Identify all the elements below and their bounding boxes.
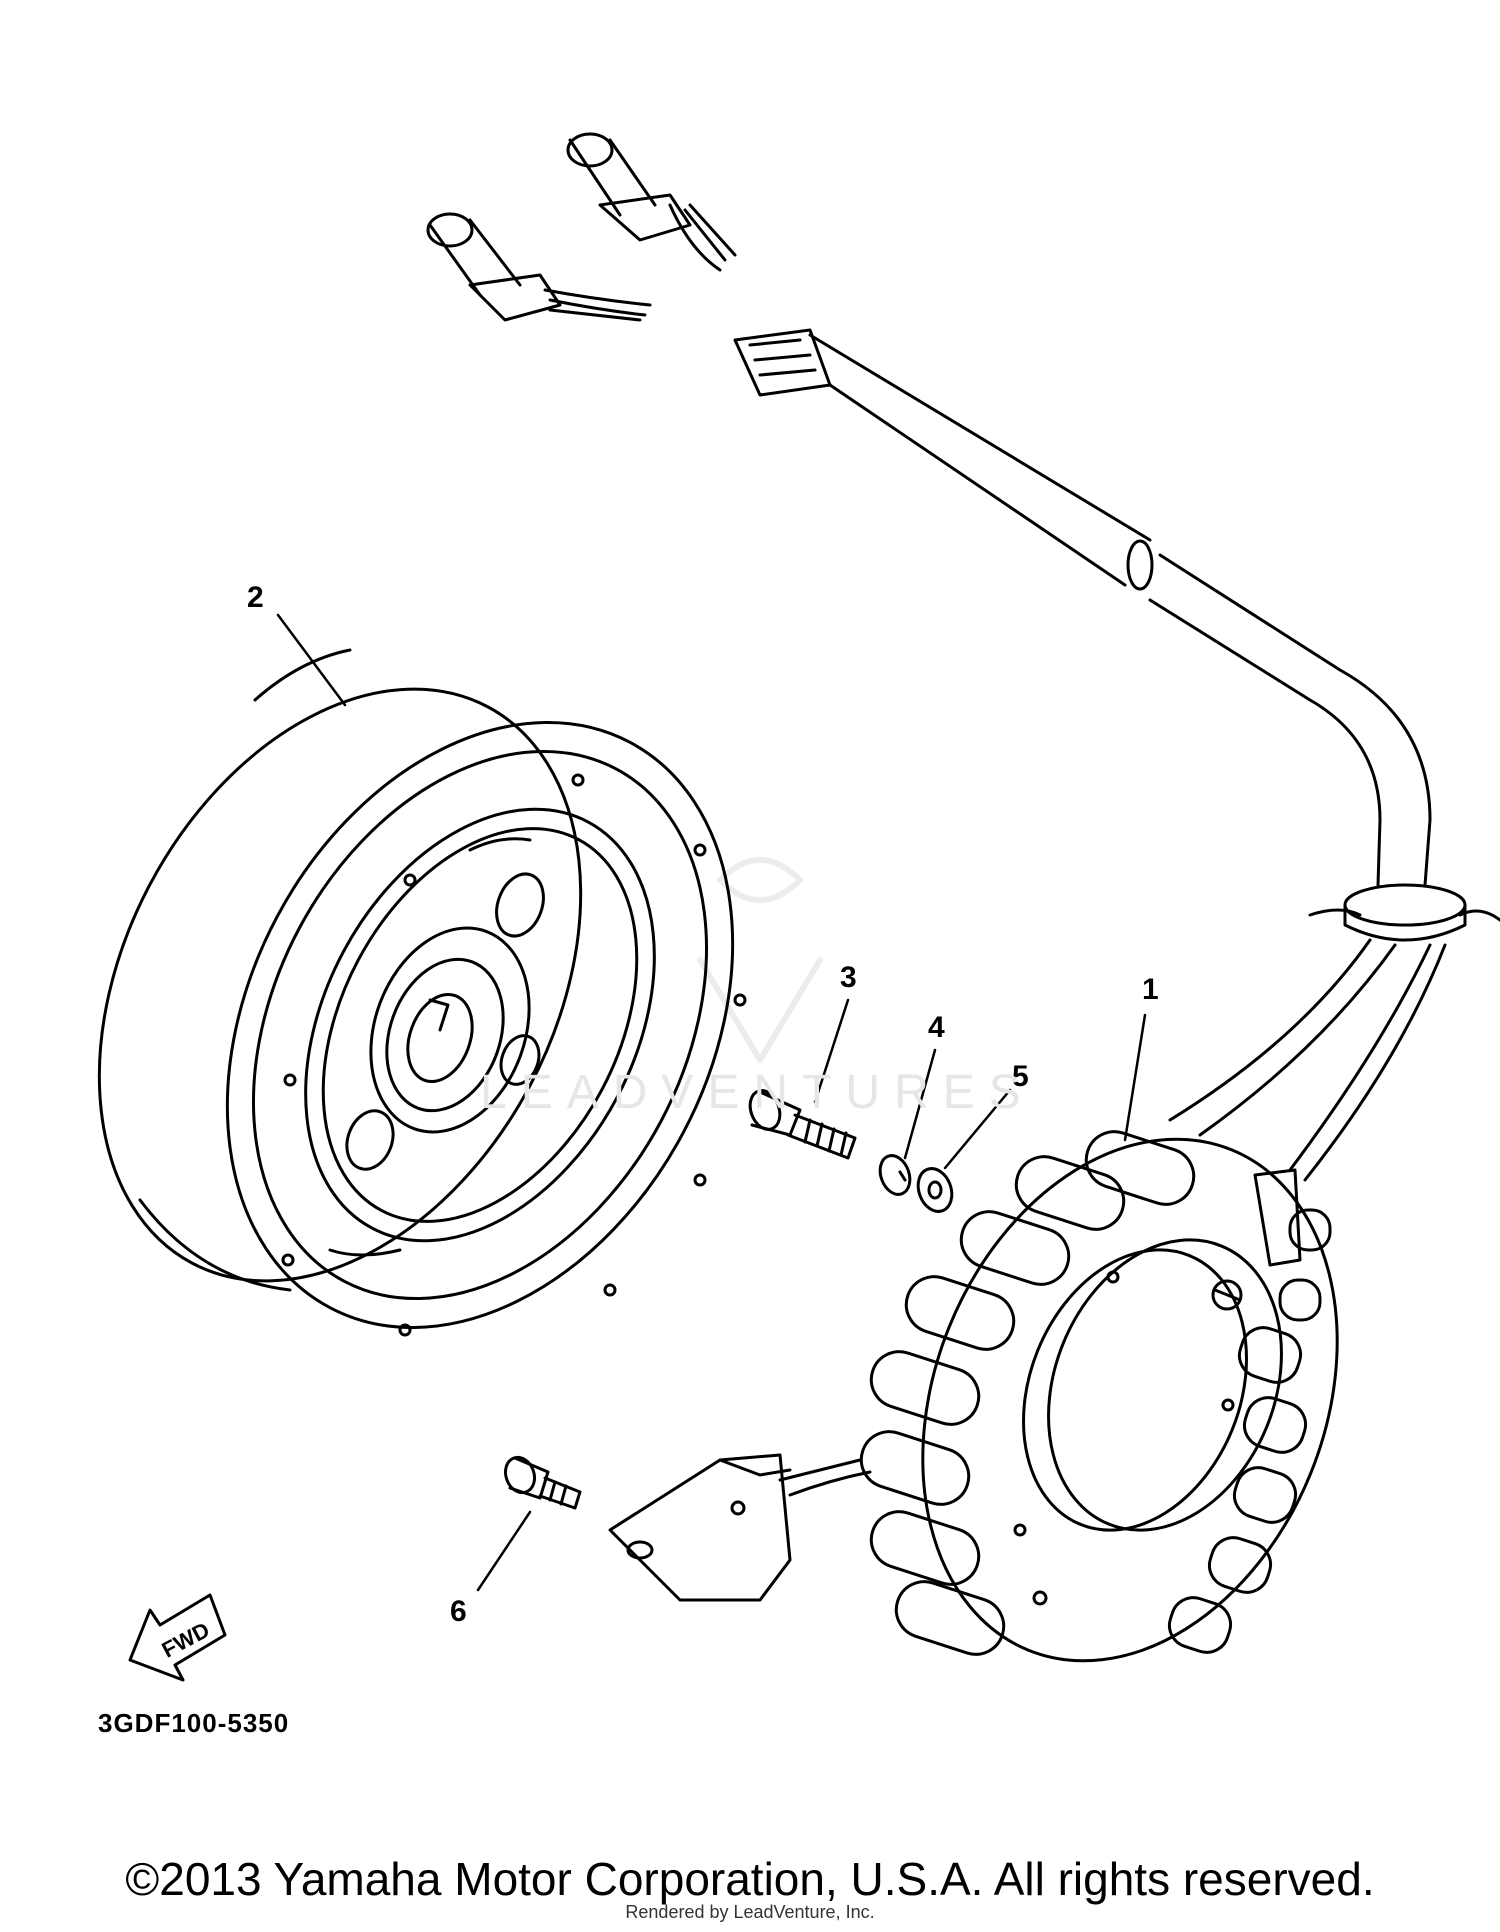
stator-assembly — [608, 1130, 1339, 1663]
callout-6: 6 — [450, 1595, 467, 1628]
connector-upper — [566, 132, 737, 272]
screw-6 — [503, 1455, 582, 1510]
pickup-coil — [608, 1453, 872, 1602]
callout-2: 2 — [247, 581, 264, 614]
diagram-code: 3GDF100-5350 — [98, 1708, 290, 1738]
copyright-notice: ©2013 Yamaha Motor Corporation, U.S.A. A… — [125, 1853, 1375, 1905]
leader-lines — [276, 613, 1147, 1592]
callout-3: 3 — [840, 961, 857, 994]
callout-1: 1 — [1142, 973, 1159, 1006]
callout-5: 5 — [1012, 1060, 1029, 1093]
rotor-assembly — [97, 648, 747, 1337]
bolt-3 — [748, 1089, 857, 1160]
watermark-logo — [697, 857, 823, 1063]
rim-holes — [281, 773, 747, 1337]
stator-coils — [859, 1130, 1332, 1656]
spring-washer-4 — [878, 1154, 912, 1196]
washer-5 — [916, 1167, 954, 1213]
connector-lower — [426, 212, 652, 322]
fwd-arrow: FWD — [128, 1593, 227, 1682]
fwd-label: FWD — [158, 1617, 214, 1663]
rendered-by-notice: Rendered by LeadVenture, Inc. — [625, 1902, 875, 1922]
callout-4: 4 — [928, 1011, 945, 1044]
watermark-text: LEADVENTURES — [480, 1066, 1035, 1119]
wire-harness — [426, 132, 1500, 1267]
